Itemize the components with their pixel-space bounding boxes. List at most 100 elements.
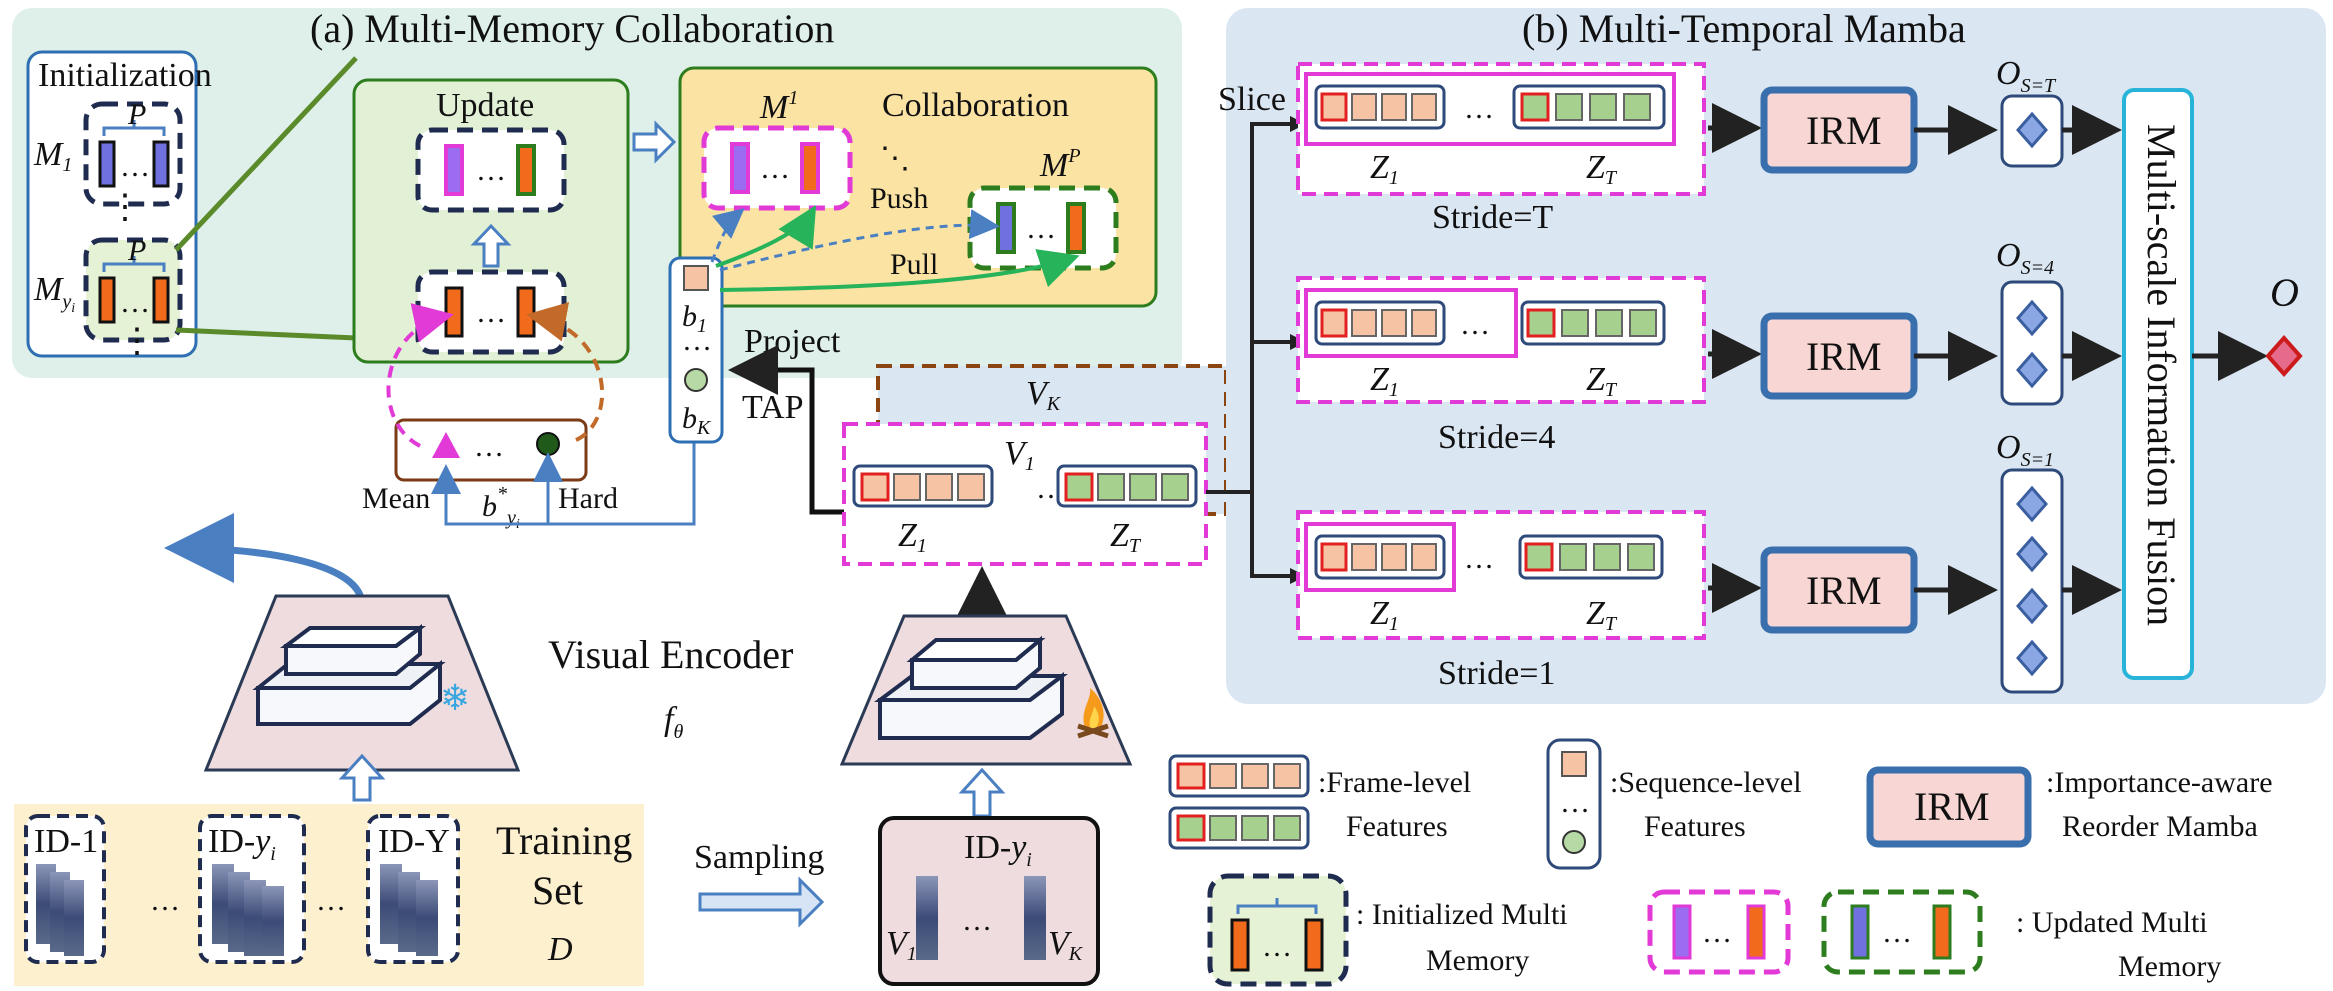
irm-label-t: IRM (1806, 108, 1882, 153)
legend-frame-strip-2 (1168, 806, 1310, 850)
legend-init-text-2: Memory (1426, 944, 1529, 977)
tap-arrow (728, 345, 850, 515)
legend-sequence-icon: … (1546, 738, 1602, 870)
training-title-2: Set (532, 868, 583, 913)
project-label: Project (744, 323, 841, 360)
row-1-strip-right (1518, 534, 1664, 580)
collab-mp-dots: … (1026, 212, 1056, 245)
legend-updated-memory-green: … (1821, 889, 1983, 975)
update-label: Update (436, 87, 534, 124)
collab-mp-bar-left (996, 202, 1016, 254)
legend-sequence-text-2: Features (1644, 810, 1746, 843)
out-1-diamond-2 (2016, 535, 2048, 573)
hard-circle (536, 432, 560, 456)
feed-line-mean (431, 424, 696, 526)
legend-updated-text-1: : Updated Multi (2016, 906, 2208, 939)
panel-a-title: (a) Multi-Memory Collaboration (310, 6, 834, 51)
training-dots-1: … (150, 884, 180, 917)
legend-initialized-memory: … (1207, 873, 1349, 987)
push-label: Push (870, 182, 928, 215)
collab-m1-bar-left (730, 142, 750, 194)
output-column-1 (2000, 468, 2064, 694)
update-top-bar-right (516, 144, 536, 196)
f-theta-label: fθ (664, 701, 683, 743)
memory-myi-p: P (127, 234, 146, 267)
pull-arrow-b1-to-mp (719, 249, 1080, 292)
memory-myi-bar-left (98, 276, 116, 324)
stride-1-label: Stride=1 (1438, 655, 1555, 692)
training-set-symbol: D (547, 931, 573, 968)
out-4-diamond-1 (2016, 299, 2048, 337)
v1-frame-strip-left (852, 464, 994, 508)
green-arrow-b1-to-m1 (715, 205, 817, 268)
init-vertical-dots-2: ⋮ (120, 323, 154, 360)
campfire-icon (1077, 688, 1109, 739)
row-4-strip-left (1314, 300, 1446, 346)
collab-m1-bar-right (800, 142, 820, 194)
row-t-dots: … (1464, 92, 1494, 125)
legend-irm-label: IRM (1914, 784, 1990, 829)
collaboration-label: Collaboration (882, 87, 1069, 124)
update-top-dots: … (476, 154, 506, 187)
slice-label: Slice (1218, 81, 1286, 118)
update-mid-bar-left (444, 286, 464, 338)
legend-irm-text-2: Reorder Mamba (2062, 810, 2258, 843)
svg-text:…: … (1560, 786, 1590, 819)
v1-frame-strip-right (1056, 464, 1198, 508)
collab-mp-bar-right (1066, 202, 1086, 254)
blue-curve-to-init (164, 513, 366, 605)
row-stride-4-highlight (1304, 288, 1518, 358)
id-y-group (366, 814, 460, 964)
mean-curve (386, 303, 454, 448)
zoom-line-bottom (175, 327, 357, 341)
bk-circle (684, 368, 708, 392)
training-set-box (14, 804, 644, 986)
legend-init-text-1: : Initialized Multi (1356, 898, 1568, 931)
push-arrow-b1-to-mp (719, 209, 1000, 272)
legend-frame-strip-1 (1168, 754, 1310, 798)
out-1-diamond-4 (2016, 639, 2048, 677)
svg-text:…: … (1702, 916, 1732, 949)
update-mid-dots: … (476, 296, 506, 329)
legend-irm-text-1: :Importance-aware (2046, 766, 2273, 799)
id-yi-label: ID-yi (208, 823, 276, 865)
panel-b-title: (b) Multi-Temporal Mamba (1522, 6, 1966, 51)
final-output-label: O (2270, 270, 2299, 315)
sampled-dots: … (962, 904, 992, 937)
push-arrow-b1-to-m1 (710, 208, 745, 263)
training-dots-2: … (316, 884, 346, 917)
out-t-diamond (2016, 111, 2048, 149)
mean-label: Mean (362, 482, 430, 515)
visual-encoder-label: Visual Encoder (548, 632, 793, 677)
embed-dots: … (474, 430, 504, 463)
svg-text:…: … (1262, 930, 1292, 963)
irm-label-1: IRM (1806, 568, 1882, 613)
stride-4-label: Stride=4 (1438, 419, 1555, 456)
sampled-person-1 (916, 876, 938, 960)
training-title-1: Training (496, 818, 632, 863)
memory-m1-bracket (102, 120, 166, 136)
irm-label-4: IRM (1806, 334, 1882, 379)
sampled-id-label: ID-yi (964, 829, 1032, 871)
row-stride-1-highlight (1304, 522, 1456, 592)
mean-triangle (432, 432, 460, 458)
id-1-label: ID-1 (34, 823, 98, 860)
row-1-dots: … (1464, 542, 1494, 575)
sampling-arrow (698, 876, 825, 928)
fusion-label: Multi-scale Information Fusion (2139, 124, 2184, 626)
sampled-person-2 (1024, 876, 1046, 960)
memory-myi-bar-right (152, 276, 170, 324)
pull-label: Pull (890, 248, 938, 281)
sequence-feature-column (668, 256, 724, 444)
output-column-4 (2000, 280, 2064, 406)
out-4-diamond-2 (2016, 351, 2048, 389)
id-1-group (24, 814, 106, 964)
sampling-label: Sampling (694, 839, 824, 876)
training-to-encoder-arrow (338, 753, 386, 802)
legend-frame-text-2: Features (1346, 810, 1448, 843)
fusion-box (2122, 88, 2194, 680)
branch-lines (1206, 122, 1290, 578)
init-vertical-dots-1: ⋮ (108, 189, 142, 226)
legend-updated-text-2: Memory (2118, 950, 2221, 983)
zoom-line-top (174, 56, 358, 252)
